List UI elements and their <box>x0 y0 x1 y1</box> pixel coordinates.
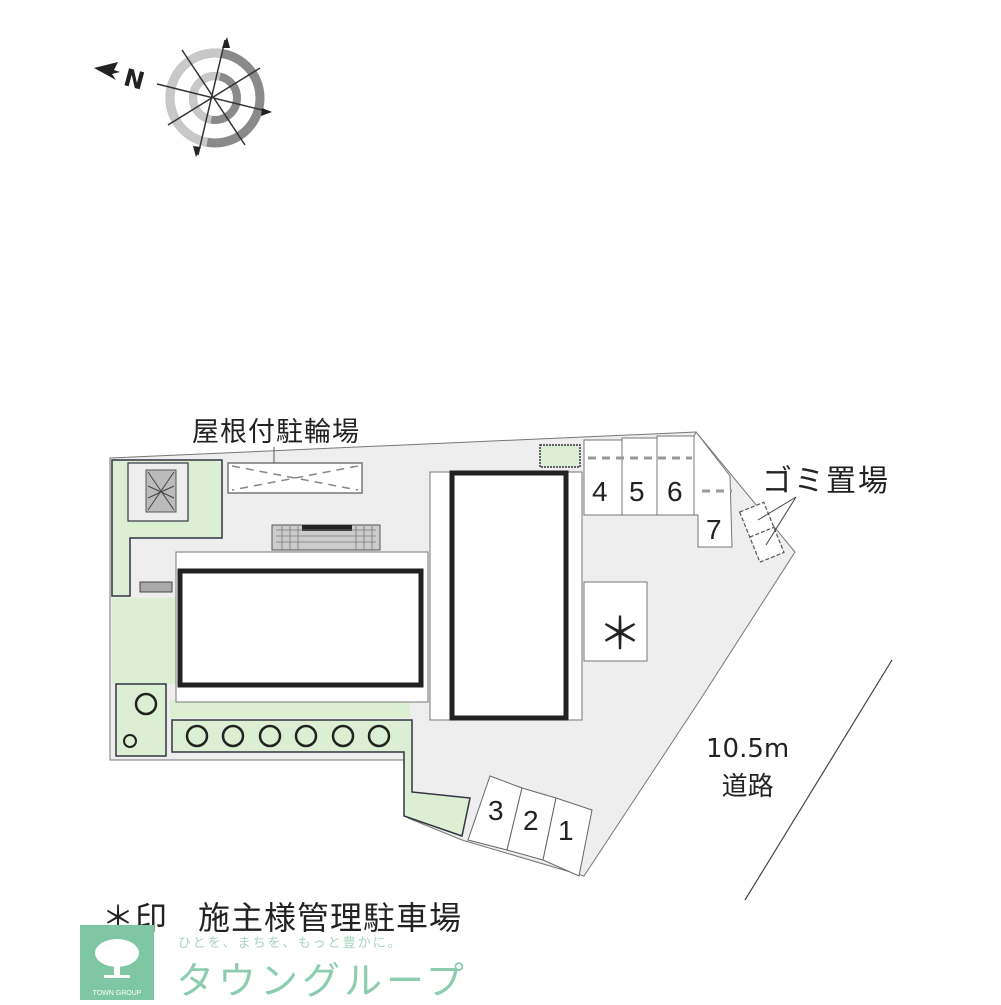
tree-logo-icon <box>95 939 139 978</box>
hedge-trees <box>185 724 391 748</box>
parking-spot-7: 7 <box>706 514 722 545</box>
logo-text: TOWN GROUP <box>92 990 142 997</box>
parking-spot-4: 4 <box>592 476 608 507</box>
hedge-strip <box>171 719 471 837</box>
lawn-left <box>112 598 176 684</box>
building-a <box>177 568 424 688</box>
road-width: 10.5m <box>706 734 790 764</box>
compass-icon <box>156 37 272 157</box>
parking-spot-5: 5 <box>629 476 645 507</box>
north-arrow-icon: N <box>94 62 147 96</box>
brand-tagline: ひとを、まちを、もっと豊かに。 <box>178 936 403 951</box>
tree-icon <box>123 734 137 748</box>
road-edge <box>744 659 893 901</box>
meter-icon <box>139 581 173 593</box>
parking-spot-2: 2 <box>523 805 539 836</box>
road-label: 10.5m 道路 <box>706 730 789 806</box>
parking-spot-3: 3 <box>488 795 504 826</box>
parking-spot-1: 1 <box>558 815 574 846</box>
legend-text: 施主様管理駐車場 <box>198 899 463 937</box>
garbage-area-icon <box>738 501 785 563</box>
bicycle-parking-area <box>227 462 363 494</box>
owner-parking-marker: ＊ <box>598 609 642 660</box>
parking-spots-top <box>583 431 733 548</box>
parking-spots-bottom <box>467 775 593 877</box>
svg-text:N: N <box>121 63 148 95</box>
garbage-area-label: ゴミ置場 <box>762 464 890 499</box>
owner-parking <box>583 581 648 662</box>
parking-spot-6: 6 <box>667 476 683 507</box>
bicycle-parking-label: 屋根付駐輪場 <box>192 417 360 448</box>
road-name: 道路 <box>721 772 774 802</box>
legend: ＊印施主様管理駐車場 <box>102 893 462 939</box>
tree-icon <box>134 692 158 716</box>
building-b <box>449 470 569 721</box>
town-group-logo: TOWN GROUP <box>80 925 154 1000</box>
green-box <box>539 444 581 468</box>
brand-name: タウングループ <box>176 959 468 1003</box>
